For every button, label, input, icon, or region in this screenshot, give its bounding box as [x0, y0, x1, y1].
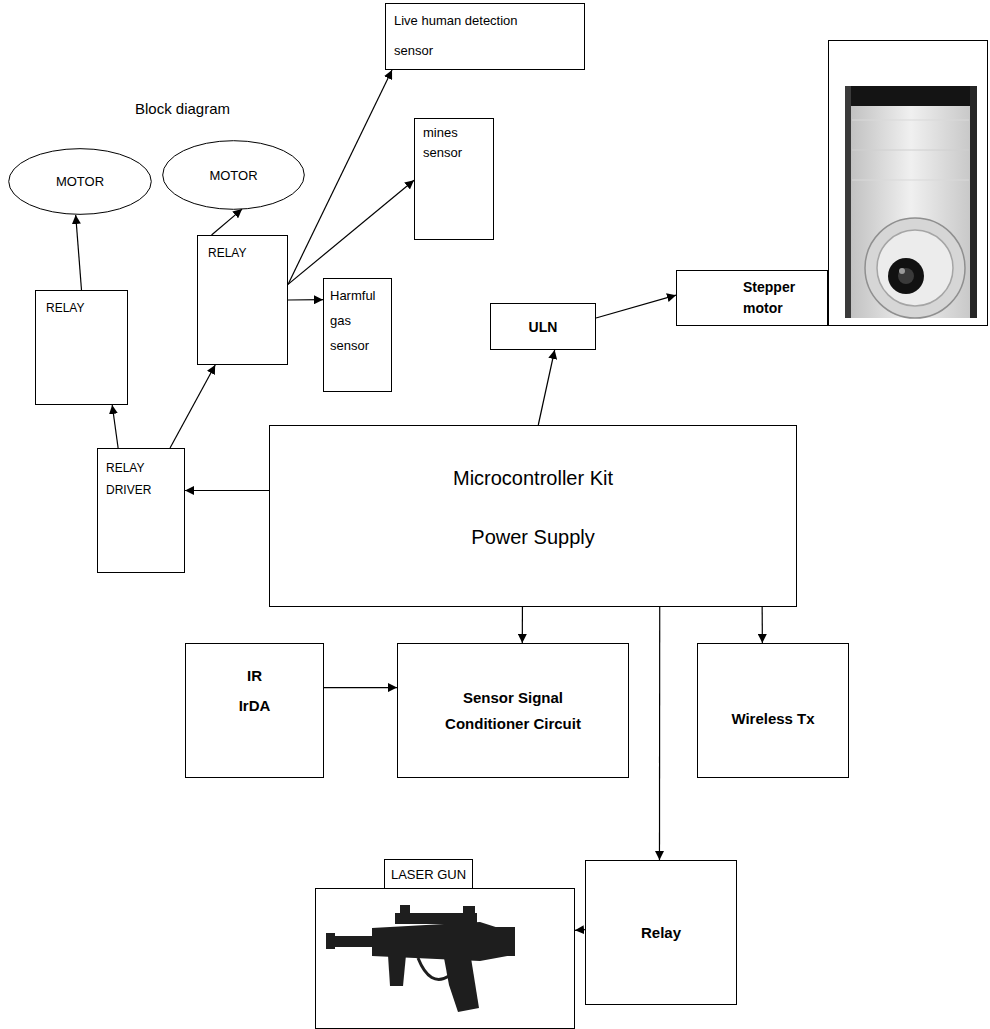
relay-driver-box: RELAY DRIVER [97, 448, 185, 573]
camera-picture [829, 41, 988, 326]
arrow-connector [288, 299, 323, 301]
arrow-connector [112, 405, 118, 448]
motor-ellipse: MOTOR [8, 148, 152, 215]
relay-box: RELAY [197, 235, 288, 365]
laser-gun-picture [326, 905, 515, 1012]
conditioner-box: Sensor Signal Conditioner Circuit [397, 643, 629, 778]
ellipse-shape [163, 141, 305, 210]
node-label: Stepper motor [743, 277, 805, 319]
driver-box: ULN [490, 303, 596, 350]
arrow-connector [324, 687, 397, 688]
diagram-title: Block diagram [135, 100, 230, 117]
node-label: Harmful gas sensor [330, 283, 385, 358]
node-label: MOTOR [209, 168, 257, 183]
node-label: ULN [529, 319, 558, 335]
relay-box: Relay [585, 860, 737, 1005]
motor-ellipse: MOTOR [162, 140, 305, 210]
arrow-connector [76, 215, 82, 290]
arrow-connector [170, 365, 215, 448]
transmitter-box: Wireless Tx [697, 643, 849, 778]
ellipse-shape [9, 149, 152, 215]
node-label: MOTOR [56, 174, 104, 189]
node-label: Power Supply [471, 526, 594, 549]
ir-box: IR IrDA [185, 643, 324, 778]
laser-gun-frame: LASER GUN [315, 888, 575, 1029]
node-label: mines sensor [423, 123, 485, 163]
arrow-connector [288, 70, 392, 284]
box-heading: LASER GUN [384, 859, 473, 889]
node-label: Live human detection sensor [394, 6, 544, 66]
controller-box: Microcontroller KitPower Supply [269, 425, 797, 607]
arrow-connector [762, 607, 763, 643]
stepper-motor-box: Stepper motor [676, 270, 828, 326]
node-label: RELAY DRIVER [106, 457, 176, 501]
node-label: Sensor Signal Conditioner Circuit [431, 685, 596, 737]
node-label: RELAY [208, 246, 246, 260]
node-label: Relay [641, 924, 681, 941]
relay-box: RELAY [35, 290, 128, 405]
sensor-box: mines sensor [414, 118, 494, 240]
node-label: Microcontroller Kit [453, 467, 613, 490]
arrow-connector [212, 209, 243, 235]
arrow-connector [522, 607, 523, 643]
node-label: IR IrDA [235, 661, 275, 721]
node-label: RELAY [46, 301, 84, 315]
sensor-box: Live human detection sensor [385, 3, 585, 70]
node-label: Wireless Tx [731, 710, 814, 727]
arrow-connector [575, 929, 585, 931]
arrow-connector [659, 607, 660, 860]
sensor-box: Harmful gas sensor [323, 278, 392, 392]
arrow-connector [538, 350, 554, 425]
arrow-connector [596, 295, 676, 318]
arrow-connector [288, 180, 414, 284]
arrow-connector [185, 490, 269, 491]
